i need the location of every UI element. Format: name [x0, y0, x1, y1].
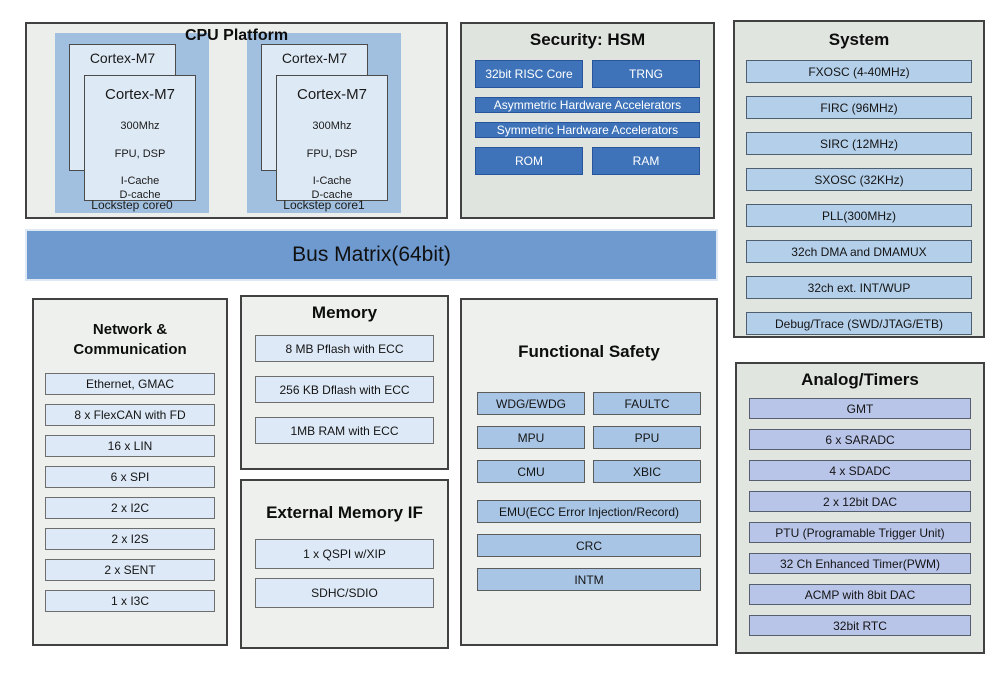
extmem-block-qspi: 1 x QSPI w/XIP [255, 539, 434, 569]
network-block-lin: 16 x LIN [45, 435, 215, 457]
safety-block-xbic: XBIC [593, 460, 701, 483]
core-dcache-1: D-cache [311, 189, 353, 201]
system-block-debug-trace: Debug/Trace (SWD/JTAG/ETB) [746, 312, 972, 335]
cpu-platform-title: CPU Platform [184, 27, 289, 44]
lockstep-core0: Cortex-M7 Cortex-M7 300Mhz FPU, DSP I-Ca… [55, 33, 209, 213]
core-frequency-0: 300Mhz [120, 120, 160, 132]
system-block-sxosc: SXOSC (32KHz) [746, 168, 972, 191]
extmem-block-sdhc-sdio: SDHC/SDIO [255, 578, 434, 608]
safety-block-cmu: CMU [477, 460, 585, 483]
core-frequency-1: 300Mhz [312, 120, 352, 132]
network-title-line1: Network & [92, 321, 168, 338]
hsm-block-trng: TRNG [592, 60, 700, 88]
core-dcache-0: D-cache [119, 189, 161, 201]
hsm-block-rom: ROM [475, 147, 583, 175]
bus-matrix-label: Bus Matrix(64bit) [292, 243, 451, 266]
network-communication-panel: Network & Communication Ethernet, GMAC 8… [32, 298, 228, 646]
network-block-flexcan: 8 x FlexCAN with FD [45, 404, 215, 426]
memory-block-ram: 1MB RAM with ECC [255, 417, 434, 444]
system-block-ext-int-wup: 32ch ext. INT/WUP [746, 276, 972, 299]
core-icache-0: I-Cache [120, 175, 160, 187]
safety-block-intm: INTM [477, 568, 701, 591]
memory-block-pflash: 8 MB Pflash with ECC [255, 335, 434, 362]
safety-block-emu: EMU(ECC Error Injection/Record) [477, 500, 701, 523]
analog-block-12bit-dac: 2 x 12bit DAC [749, 491, 971, 512]
analog-block-ptu: PTU (Programable Trigger Unit) [749, 522, 971, 543]
analog-block-gmt: GMT [749, 398, 971, 419]
system-panel: System FXOSC (4-40MHz) FIRC (96MHz) SIRC… [733, 20, 985, 338]
lockstep-core1: Cortex-M7 Cortex-M7 300Mhz FPU, DSP I-Ca… [247, 33, 401, 213]
hsm-block-ram: RAM [592, 147, 700, 175]
network-block-i2c: 2 x I2C [45, 497, 215, 519]
safety-block-crc: CRC [477, 534, 701, 557]
hsm-block-32bit-risc-core: 32bit RISC Core [475, 60, 583, 88]
external-memory-if-panel: External Memory IF 1 x QSPI w/XIP SDHC/S… [240, 479, 449, 649]
lockstep-core1-caption: Lockstep core1 [283, 198, 365, 212]
core-fpu-dsp-1: FPU, DSP [306, 148, 358, 160]
system-block-sirc: SIRC (12MHz) [746, 132, 972, 155]
cortex-m7-front-card-1: Cortex-M7 300Mhz FPU, DSP I-Cache D-cach… [276, 75, 388, 201]
cpu-platform-panel: CPU Platform Cortex-M7 Cortex-M7 300Mhz … [25, 22, 448, 219]
core-name-1: Cortex-M7 [296, 86, 367, 103]
analog-block-acmp: ACMP with 8bit DAC [749, 584, 971, 605]
lockstep-core0-caption: Lockstep core0 [91, 198, 173, 212]
memory-block-dflash: 256 KB Dflash with ECC [255, 376, 434, 403]
network-block-i2s: 2 x I2S [45, 528, 215, 550]
safety-block-wdg-ewdg: WDG/EWDG [477, 392, 585, 415]
network-block-ethernet-gmac: Ethernet, GMAC [45, 373, 215, 395]
memory-title: Memory [311, 303, 378, 322]
bus-matrix-bar: Bus Matrix(64bit) [25, 229, 718, 281]
functional-safety-panel: Functional Safety WDG/EWDG FAULTC MPU PP… [460, 298, 718, 646]
cortex-m7-front-card-0: Cortex-M7 300Mhz FPU, DSP I-Cache D-cach… [84, 75, 196, 201]
functional-safety-title: Functional Safety [518, 342, 660, 361]
analog-block-saradc: 6 x SARADC [749, 429, 971, 450]
system-block-dma-dmamux: 32ch DMA and DMAMUX [746, 240, 972, 263]
network-block-sent: 2 x SENT [45, 559, 215, 581]
analog-block-rtc: 32bit RTC [749, 615, 971, 636]
memory-panel: Memory 8 MB Pflash with ECC 256 KB Dflas… [240, 295, 449, 470]
safety-block-faultc: FAULTC [593, 392, 701, 415]
core-fpu-dsp-0: FPU, DSP [114, 148, 166, 160]
core-icache-1: I-Cache [312, 175, 352, 187]
cortex-m7-back-label-0: Cortex-M7 [89, 50, 156, 66]
system-title: System [828, 30, 890, 49]
external-memory-if-title: External Memory IF [266, 503, 423, 522]
cortex-m7-back-label-1: Cortex-M7 [281, 50, 348, 66]
analog-block-sdadc: 4 x SDADC [749, 460, 971, 481]
network-block-spi: 6 x SPI [45, 466, 215, 488]
security-hsm-panel: Security: HSM 32bit RISC Core TRNG Asymm… [460, 22, 715, 219]
system-block-pll: PLL(300MHz) [746, 204, 972, 227]
network-communication-title: Network & Communication [45, 320, 215, 359]
network-block-i3c: 1 x I3C [45, 590, 215, 612]
network-title-line2: Communication [73, 340, 187, 358]
system-block-fxosc: FXOSC (4-40MHz) [746, 60, 972, 83]
system-block-firc: FIRC (96MHz) [746, 96, 972, 119]
hsm-block-symmetric-accelerators: Symmetric Hardware Accelerators [475, 122, 700, 138]
analog-timers-panel: Analog/Timers GMT 6 x SARADC 4 x SDADC 2… [735, 362, 985, 654]
security-hsm-title: Security: HSM [529, 30, 646, 49]
core-name-0: Cortex-M7 [104, 86, 175, 103]
analog-block-enhanced-timer: 32 Ch Enhanced Timer(PWM) [749, 553, 971, 574]
safety-block-mpu: MPU [477, 426, 585, 449]
analog-timers-title: Analog/Timers [801, 370, 919, 389]
hsm-block-asymmetric-accelerators: Asymmetric Hardware Accelerators [475, 97, 700, 113]
safety-block-ppu: PPU [593, 426, 701, 449]
